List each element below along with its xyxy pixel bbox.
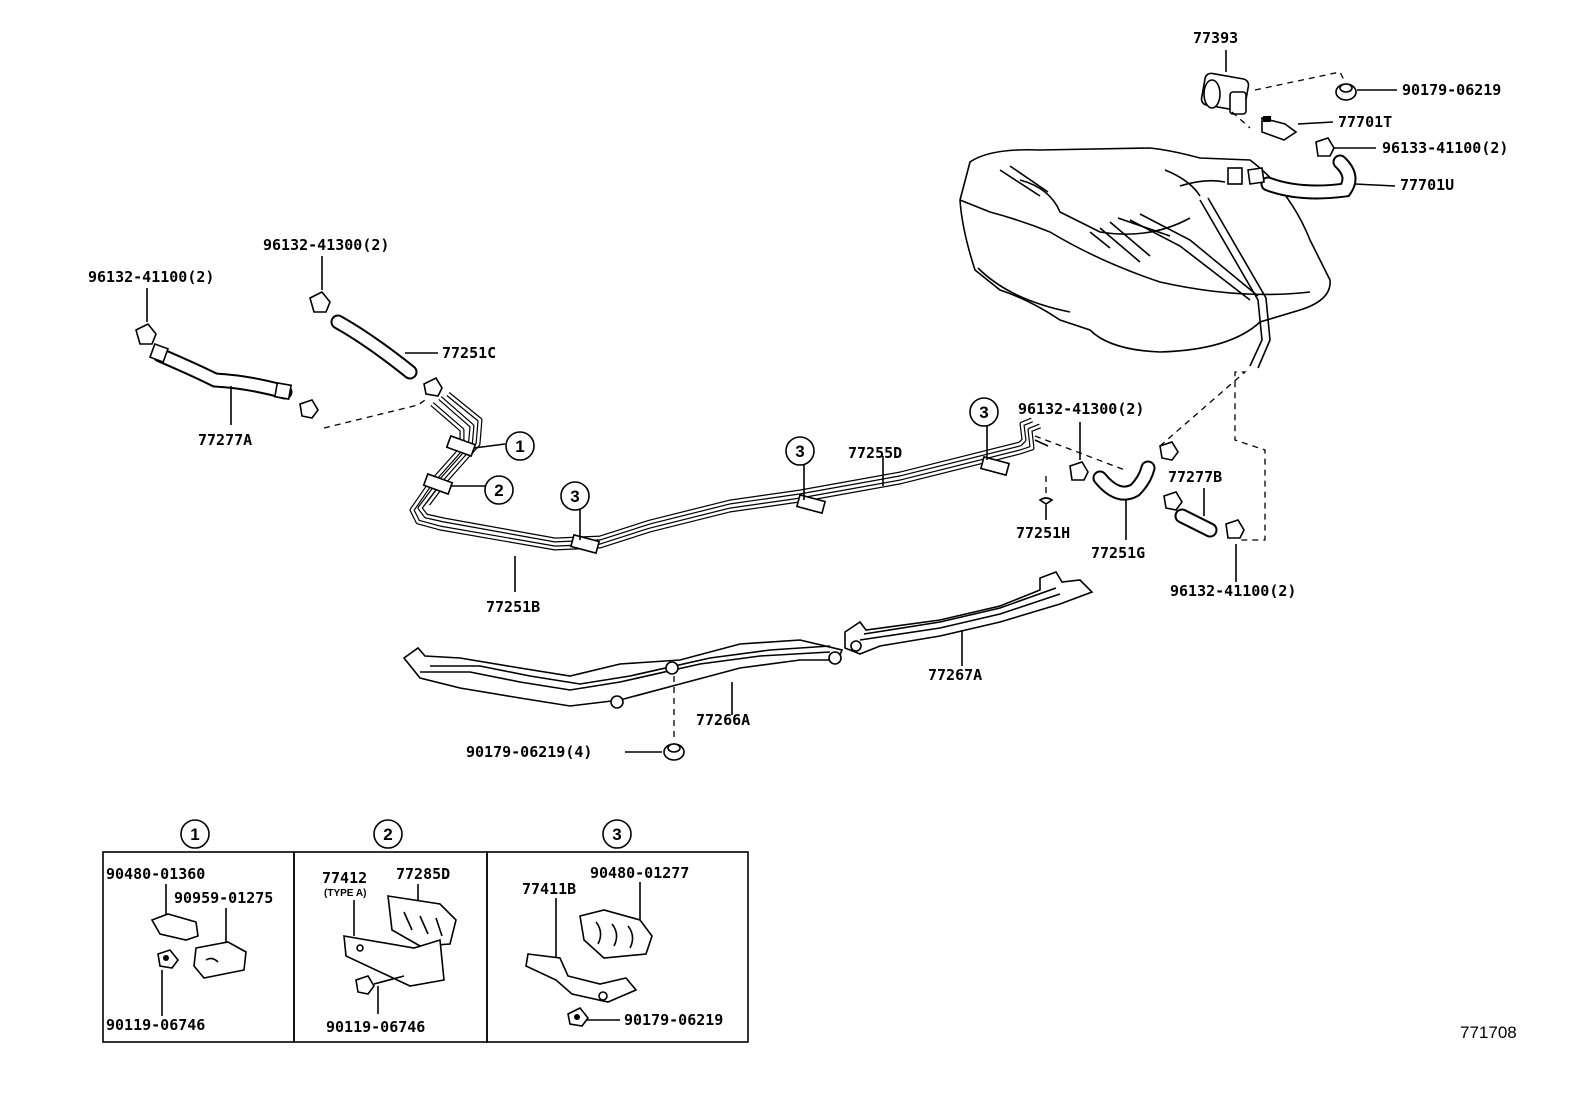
label-96132-41300-right: 96132-41300(2) <box>1018 400 1144 418</box>
label-77277A: 77277A <box>198 431 252 449</box>
nut-90179-06219-4 <box>625 743 685 761</box>
label-77393: 77393 <box>1193 29 1238 47</box>
canister-77393 <box>1200 50 1250 115</box>
label-77251C: 77251C <box>442 344 496 362</box>
svg-text:1: 1 <box>190 825 199 844</box>
svg-text:3: 3 <box>795 442 804 461</box>
svg-text:3: 3 <box>612 825 621 844</box>
box2-label-a-sub: (TYPE A) <box>324 888 366 899</box>
callout-2: 2 <box>484 475 514 505</box>
label-77251G: 77251G <box>1091 544 1145 562</box>
clamp-96132-41100-left <box>135 288 157 345</box>
hose-77701U <box>1260 154 1396 200</box>
hose-77277A <box>149 343 293 425</box>
label-96133-41100: 96133-41100(2) <box>1382 139 1508 157</box>
box2-label-b: 77285D <box>396 865 450 883</box>
label-77266A: 77266A <box>696 711 750 729</box>
label-77251B: 77251B <box>486 598 540 616</box>
svg-text:1: 1 <box>515 437 524 456</box>
box2-label-a: 77412 <box>322 869 367 887</box>
callout-3-a: 3 <box>560 481 590 511</box>
part-77251H <box>1038 497 1054 520</box>
fuel-tank <box>959 147 1331 369</box>
label-96132-41100-right: 96132-41100(2) <box>1170 582 1296 600</box>
box1-label-c: 90119-06746 <box>106 1016 205 1034</box>
clamp-96132-41300-right <box>1069 422 1089 481</box>
hose-77251G <box>1092 460 1156 540</box>
label-77277B: 77277B <box>1168 468 1222 486</box>
box2-label-c: 90119-06746 <box>326 1018 425 1036</box>
clamp-96133-41100 <box>1315 137 1376 157</box>
box3-label-b: 77411B <box>522 880 576 898</box>
svg-text:2: 2 <box>383 825 392 844</box>
detail-box-1: 1 90480-01360 90959-01275 90119-06746 <box>102 819 295 1043</box>
clamp-96132-41300-left <box>309 256 331 313</box>
svg-text:2: 2 <box>494 481 503 500</box>
label-77255D: 77255D <box>848 444 902 462</box>
label-77267A: 77267A <box>928 666 982 684</box>
fuel-pipe-assembly <box>409 392 1041 592</box>
protector-77267A <box>844 571 1094 666</box>
label-77251H: 77251H <box>1016 524 1070 542</box>
callout-3-c: 3 <box>969 397 999 427</box>
svg-text:3: 3 <box>979 403 988 422</box>
clamp-96132-41100-right <box>1225 519 1245 582</box>
label-90179-06219-top: 90179-06219 <box>1402 81 1501 99</box>
label-96132-41100-left: 96132-41100(2) <box>88 268 214 286</box>
protector-77266A <box>402 639 844 715</box>
box1-label-a: 90480-01360 <box>106 865 205 883</box>
valve-77701T <box>1261 116 1334 141</box>
hose-77251C <box>330 314 438 380</box>
callout-1: 1 <box>505 431 535 461</box>
label-96132-41300-left: 96132-41300(2) <box>263 236 389 254</box>
detail-box-2: 2 77412 (TYPE A) 77285D 90119-06746 <box>293 819 488 1043</box>
detail-box-3: 3 90480-01277 77411B 90179-06219 <box>486 819 749 1043</box>
label-90179-06219-4: 90179-06219(4) <box>466 743 592 761</box>
box3-label-c: 90179-06219 <box>624 1011 723 1029</box>
label-77701U: 77701U <box>1400 176 1454 194</box>
hose-77277B <box>1174 488 1218 538</box>
box3-label-a: 90480-01277 <box>590 864 689 882</box>
nut-90179-06219-top <box>1335 83 1397 101</box>
box1-label-b: 90959-01275 <box>174 889 273 907</box>
callout-3-b: 3 <box>785 436 815 466</box>
label-77701T: 77701T <box>1338 113 1392 131</box>
svg-text:3: 3 <box>570 487 579 506</box>
figure-reference: 771708 <box>1460 1023 1517 1042</box>
